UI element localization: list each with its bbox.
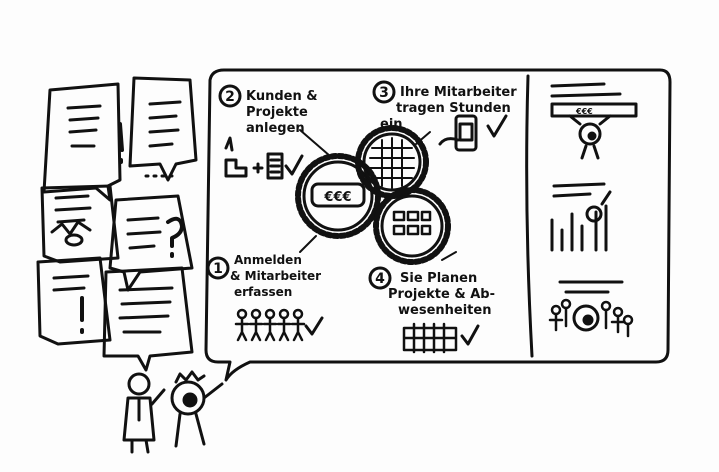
gear-cluster: €€€ — [295, 125, 457, 265]
legs — [130, 438, 150, 454]
question-mark-icon — [166, 216, 184, 258]
text-scribble — [550, 82, 622, 98]
banner-box — [550, 102, 638, 118]
person-mascot — [170, 370, 224, 448]
step-2-line-2: Projekte — [246, 105, 308, 120]
calendar-grid-icon — [402, 322, 458, 354]
step-4-line-1: Sie Planen — [400, 271, 477, 286]
bubble-middle-right — [108, 194, 194, 292]
text-scribble — [126, 216, 162, 250]
mascot-arm — [600, 190, 612, 206]
step-2-number-circle — [218, 84, 242, 108]
connector-line — [299, 129, 331, 157]
crowd-icon — [548, 298, 634, 338]
hand-icon — [438, 137, 460, 146]
gear-badge-text: €€€ — [323, 190, 351, 205]
text-scribble — [118, 286, 174, 334]
bar-chart-icon — [550, 204, 608, 252]
step-4-number: 4 — [375, 271, 385, 287]
banner-text: €€€ — [575, 107, 593, 116]
checkmark-icon — [304, 316, 324, 336]
step-2-line-1: Kunden & — [246, 89, 318, 104]
checkmark-icon — [460, 324, 480, 346]
pupil — [182, 392, 198, 408]
plus-icon — [252, 162, 264, 174]
text-scribble — [558, 280, 624, 294]
step-2: 2 Kunden & Projekte anlegen — [218, 84, 318, 180]
gear-teeth — [373, 187, 451, 265]
step-3-number-circle — [372, 80, 396, 104]
legs — [174, 412, 206, 448]
angry-scribble — [50, 220, 92, 236]
gear-body — [302, 160, 374, 232]
exclamation-icon — [118, 122, 124, 164]
step-1-line-2: & Mitarbeiter — [230, 269, 321, 283]
text-scribble — [54, 194, 92, 224]
step-4: 4 Sie Planen Projekte & Ab- wesenheiten — [368, 266, 495, 354]
gear-badge-box — [310, 182, 366, 208]
arm — [150, 388, 166, 406]
document-icon — [266, 152, 284, 180]
step-4-line-3: wesenheiten — [398, 303, 491, 318]
benefit-panel-1: €€€ — [550, 82, 638, 160]
phone-screen — [458, 122, 474, 142]
step-1-line-1: Anmelden — [234, 253, 302, 267]
step-3: 3 Ihre Mitarbeiter tragen Stunden ein — [372, 80, 517, 152]
connector-line — [441, 251, 457, 261]
eye-icon — [64, 233, 84, 247]
text-scribble — [552, 182, 606, 198]
step-1-number-circle — [206, 256, 230, 280]
smartphone-icon — [454, 114, 478, 152]
gear-top — [355, 125, 429, 199]
step-1-line-3: erfassen — [234, 285, 292, 299]
step-2-number: 2 — [225, 89, 235, 105]
benefit-panel-2 — [550, 182, 612, 252]
mascot-head-icon — [585, 205, 603, 223]
head-icon — [127, 372, 151, 396]
bubble-top-right — [128, 76, 198, 182]
step-4-line-2: Projekte & Ab- — [388, 287, 495, 302]
torso — [122, 396, 156, 442]
mascot-head-icon — [572, 304, 600, 332]
arm-pointing — [202, 382, 224, 400]
step-2-line-3: anlegen — [246, 121, 305, 136]
person-consultant — [122, 372, 166, 454]
step-3-number: 3 — [379, 85, 389, 101]
text-scribble — [148, 100, 182, 148]
gear-body — [380, 194, 444, 258]
employees-icon — [234, 308, 306, 342]
bubble-top-left — [42, 82, 122, 202]
step-1-number: 1 — [213, 261, 223, 277]
speech-bubble-cloud — [36, 76, 198, 372]
connector-line — [299, 235, 317, 253]
main-speech-bubble — [204, 68, 672, 382]
hair — [174, 370, 206, 384]
step-4-number-circle — [368, 266, 392, 290]
step-1: 1 Anmelden & Mitarbeiter erfassen — [206, 253, 324, 342]
building-icon — [224, 136, 248, 178]
connector-line — [415, 131, 431, 145]
bubble-bottom-right — [102, 266, 194, 372]
checkmark-icon — [486, 114, 508, 138]
gear-body — [362, 132, 422, 192]
benefit-panel-3 — [548, 280, 634, 338]
mascot-pupil — [582, 314, 594, 326]
divider-line — [525, 74, 534, 358]
timesheet-grid-icon — [369, 137, 415, 189]
gear-bottom — [373, 187, 451, 265]
step-3-line-1: Ihre Mitarbeiter — [400, 85, 517, 100]
mascot-limbs — [568, 114, 612, 160]
step-3-line-2: tragen Stunden — [396, 101, 511, 116]
planner-blocks-icon — [392, 210, 432, 236]
mascot-pupil — [587, 131, 597, 141]
checkmark-icon — [284, 154, 304, 176]
text-scribble — [66, 104, 102, 148]
mascot-head-icon — [578, 122, 602, 146]
bubble-bottom-left — [36, 256, 112, 346]
text-scribble — [52, 274, 90, 292]
